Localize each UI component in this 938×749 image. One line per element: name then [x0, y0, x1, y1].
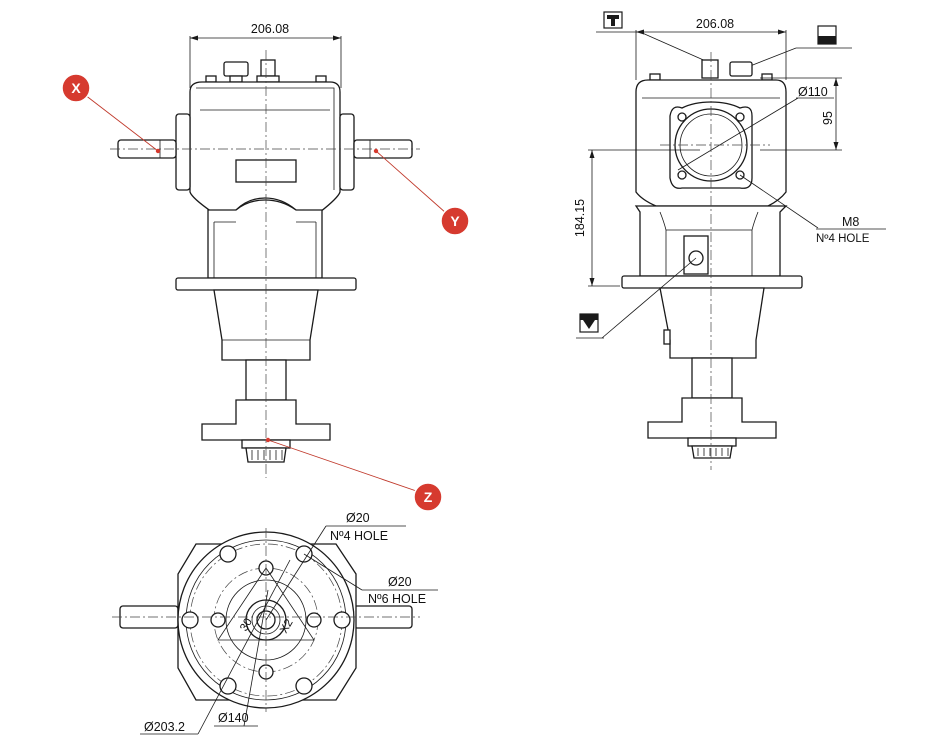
svg-text:Z: Z	[424, 489, 433, 505]
breather-base	[229, 75, 243, 83]
hole1-leader	[265, 525, 327, 621]
hole2-count-label: Nº6 HOLE	[368, 592, 426, 606]
side-mount-flange	[621, 275, 803, 289]
front-housing	[189, 81, 341, 216]
bore-leader	[677, 97, 799, 171]
marker-z-point	[265, 437, 271, 443]
left-boss	[175, 113, 191, 191]
fill-plug-base	[256, 75, 280, 83]
inner-hole	[306, 612, 322, 628]
outer-holes	[181, 545, 351, 695]
drain-plug-icon	[579, 313, 599, 333]
side-width-label: 206.08	[696, 17, 734, 31]
front-width-label: 206.08	[251, 22, 289, 36]
pcd-inner-leader	[243, 589, 269, 727]
marker-x-leader	[75, 87, 159, 152]
dim95-label: 95	[821, 111, 835, 125]
side-lower-body	[659, 287, 765, 359]
outer-hole	[181, 611, 199, 629]
side-bolt-l	[649, 73, 661, 81]
side-hub-collar	[687, 437, 737, 447]
fill-plug	[260, 59, 276, 77]
marker-z-badge: Z	[413, 482, 443, 512]
marker-y-point	[373, 148, 379, 154]
front-bolt-right	[315, 75, 327, 83]
drain-leader	[601, 257, 697, 339]
hole1-dia-label: Ø20	[346, 511, 370, 525]
inner-holes	[210, 560, 322, 680]
dim184-label: 184.15	[573, 199, 587, 237]
m8-hole-1	[677, 112, 687, 122]
m8-leader	[739, 174, 819, 229]
m8-hole-3	[677, 170, 687, 180]
code-a: 30	[238, 616, 255, 633]
hole2-dia-label: Ø20	[388, 575, 412, 589]
marker-x-point	[155, 148, 161, 154]
level-plug-icon	[817, 25, 837, 45]
outer-hole	[333, 611, 351, 629]
outer-hole	[219, 545, 237, 563]
side-fill-plug	[701, 59, 719, 79]
side-output-hub	[647, 397, 777, 439]
marker-y-badge: Y	[440, 206, 470, 236]
svg-text:Y: Y	[450, 213, 460, 229]
right-boss	[339, 113, 355, 191]
inner-hole	[210, 612, 226, 628]
hole1-count-label: Nº4 HOLE	[330, 529, 388, 543]
side-lug	[663, 329, 671, 345]
outer-hole	[219, 677, 237, 695]
m8-holes-label: Nº4 HOLE	[816, 233, 870, 245]
breather-plug	[223, 61, 249, 77]
bottom-view: 30 X2 Ø20 Nº4 HOLE Ø20 Nº6 HOLE Ø203.2 Ø…	[112, 511, 438, 735]
svg-text:X: X	[71, 80, 81, 96]
side-neck-ribs	[659, 211, 759, 276]
output-hub	[201, 399, 331, 441]
fill-plug-icon	[603, 11, 623, 29]
front-bolt-left	[205, 75, 217, 83]
housing-edge	[196, 87, 335, 190]
spline-teeth	[251, 450, 283, 460]
front-neck	[207, 199, 323, 279]
marker-x-badge: X	[61, 73, 91, 103]
front-view: 206.08	[61, 22, 470, 512]
side-output-shaft	[691, 357, 733, 399]
pcd-inner-label: Ø140	[218, 711, 249, 725]
bore-dim-label: Ø110	[798, 85, 828, 99]
side-width-dimension: 206.08	[635, 17, 787, 80]
outer-hole	[295, 677, 313, 695]
side-level-plug	[729, 61, 753, 77]
side-bolt-r	[761, 73, 773, 81]
side-view: 206.08 Ø110	[573, 11, 886, 470]
marker-y-leader	[375, 150, 456, 222]
m8-label: M8	[842, 215, 859, 229]
pcd-outer-label: Ø203.2	[144, 720, 185, 734]
hole2-leader	[303, 553, 363, 591]
side-spline-teeth	[697, 448, 729, 456]
pcd-outer-leader	[197, 559, 291, 735]
marker-z-leader	[267, 439, 429, 496]
front-width-dimension: 206.08	[189, 22, 342, 88]
fill-leader-b	[639, 31, 709, 63]
m8-hole-2	[735, 112, 745, 122]
